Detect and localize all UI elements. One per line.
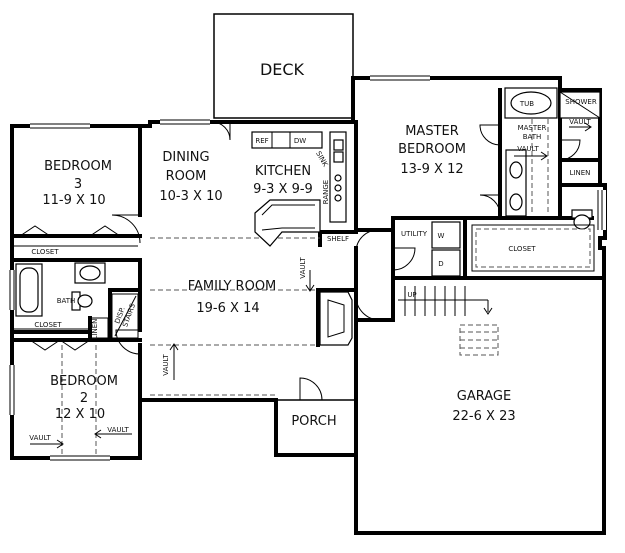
kitchen-size: 9-3 X 9-9 [253, 182, 313, 197]
disp-stairs [111, 293, 139, 339]
sink-label: SINK [314, 150, 329, 169]
closet-label-bed2: CLOSET [34, 321, 62, 329]
bedroom2-label: BEDROOM [50, 374, 118, 389]
garage-size: 22-6 X 23 [452, 409, 515, 424]
linen-label-hall: LINEN [91, 319, 99, 340]
shower-label: SHOWER [565, 98, 597, 106]
deck-label: DECK [260, 60, 305, 79]
master-vault-label: VAULT [517, 145, 539, 153]
bath-label: BATH [57, 297, 76, 305]
family-vault-label-bottom: VAULT [162, 354, 170, 376]
hall-bath-fixtures [15, 262, 106, 317]
vault-arrows [30, 122, 592, 449]
master-closet [471, 224, 595, 272]
master-size: 13-9 X 12 [400, 162, 463, 177]
utility-label: UTILITY [401, 230, 428, 238]
bed2-vault-label-left: VAULT [29, 434, 51, 442]
doors [111, 121, 581, 401]
kitchen-label: KITCHEN [255, 164, 311, 179]
dryer-label: D [438, 260, 443, 268]
shower-vault-label: VAULT [569, 118, 591, 126]
ref-label: REF [255, 137, 268, 145]
shelf-label: SHELF [327, 235, 349, 243]
bedroom2-number: 2 [80, 391, 88, 406]
porch [275, 399, 357, 456]
bedroom3-number: 3 [74, 177, 82, 192]
windows [6, 72, 606, 464]
family-room-size: 19-6 X 14 [196, 301, 259, 316]
dining-label-2: ROOM [166, 169, 207, 184]
master-bath-fixtures [504, 87, 601, 230]
range-label: RANGE [322, 180, 330, 204]
dining-label-1: DINING [162, 150, 209, 165]
fireplace [319, 291, 353, 346]
master-bath-label-2: BATH [523, 133, 542, 141]
porch-label: PORCH [291, 414, 336, 429]
tub-label: TUB [519, 100, 534, 108]
dining-size: 10-3 X 10 [159, 189, 222, 204]
master-closet-label: CLOSET [508, 245, 536, 253]
closet-label-bed3: CLOSET [31, 248, 59, 256]
stairs-up-label: UP [407, 291, 416, 299]
bedroom2-size: 12 X 10 [55, 407, 105, 422]
master-label-1: MASTER [405, 124, 459, 139]
stairs [398, 286, 499, 356]
utility-fixtures [431, 221, 461, 277]
family-vault-label-top: VAULT [299, 257, 307, 279]
master-bath-label-1: MASTER [518, 124, 547, 132]
deck [213, 13, 354, 119]
bed2-vault-label-right: VAULT [107, 426, 129, 434]
kitchen-fixtures [251, 131, 347, 247]
family-room-label: FAMILY ROOM [188, 279, 277, 294]
garage-label: GARAGE [457, 389, 511, 404]
linen-label-master: LINEN [570, 169, 591, 177]
closets [14, 225, 138, 351]
washer-label: W [438, 232, 445, 240]
dw-label: DW [294, 137, 306, 145]
bedroom3-label: BEDROOM [44, 159, 112, 174]
bedroom3-size: 11-9 X 10 [42, 193, 105, 208]
room-labels: DECK DINING ROOM 10-3 X 10 KITCHEN 9-3 X… [42, 60, 515, 429]
master-label-2: BEDROOM [398, 142, 466, 157]
